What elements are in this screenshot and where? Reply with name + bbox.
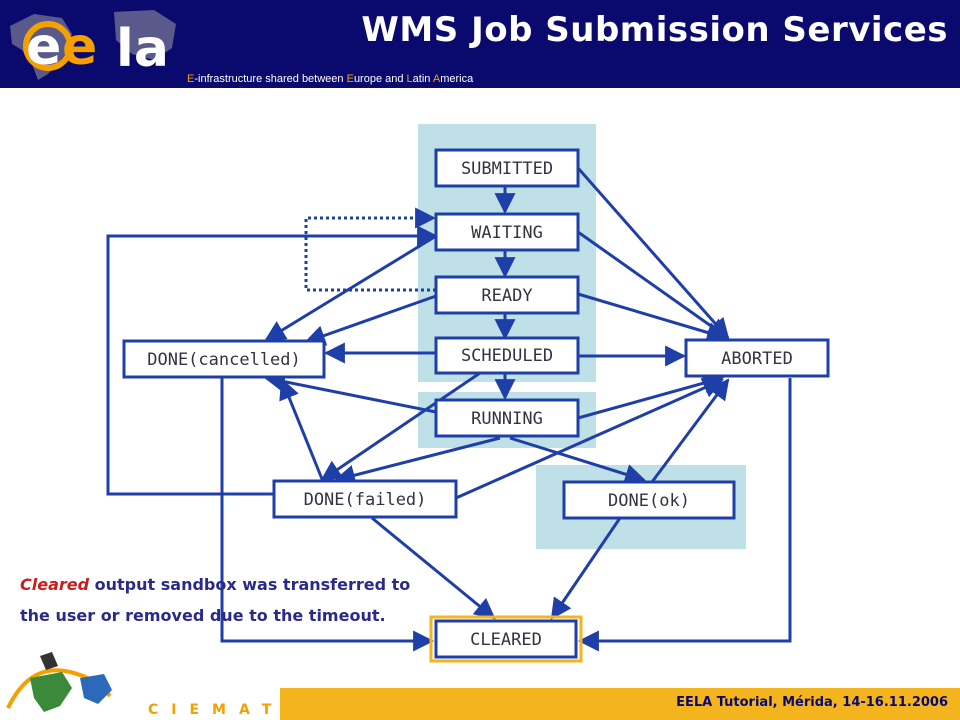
state-done-ok-label: DONE(ok) (608, 491, 690, 511)
arrow-ready-cancelled (304, 294, 437, 346)
subtitle-part: E (187, 73, 195, 85)
subtitle-part: A (432, 73, 441, 85)
subtitle-part: atin (412, 73, 433, 85)
arrow-running-failed (333, 436, 501, 486)
job-state-diagram: SUBMITTED WAITING READY SCHEDULED RUNNIN… (106, 124, 830, 663)
arrow-doneok-aborted (650, 378, 730, 483)
arrow-doneok-cleared (550, 517, 622, 620)
arrow-waiting-aborted (577, 230, 730, 340)
state-done-cancelled-box (122, 339, 326, 379)
arrow-ready-waiting-dotted (304, 207, 437, 292)
state-done-failed-box (272, 479, 458, 519)
state-done-failed-label: DONE(failed) (304, 490, 427, 510)
arrow-running-aborted (577, 372, 725, 420)
state-cleared-highlight (429, 615, 583, 663)
state-submitted-label: SUBMITTED (461, 159, 553, 179)
arrow-failed-aborted (455, 378, 724, 500)
svg-text:e: e (26, 17, 61, 77)
state-cleared-box (434, 619, 578, 659)
arrow-failed-cleared (371, 516, 496, 620)
subtitle-part: -infrastructure shared between (194, 73, 347, 85)
state-scheduled-box (434, 336, 580, 375)
arrow-ready-aborted (577, 292, 729, 343)
state-done-cancelled-label: DONE(cancelled) (147, 350, 301, 370)
subtitle-part: L (406, 73, 413, 85)
arrow-aborted-cleared (577, 378, 792, 652)
state-cleared-label: CLEARED (470, 630, 542, 650)
subtitle-part: merica (440, 73, 474, 85)
footer-bar (280, 688, 960, 720)
footer-logo-text: CIEMAT (148, 702, 280, 718)
ee-la-logo: e e la (10, 10, 176, 80)
arrow-running-doneok (509, 436, 647, 485)
arrow-failed-cancelled (279, 378, 326, 485)
header-subtitle: E-infrastructure shared between Europe a… (187, 73, 473, 85)
svg-text:la: la (116, 19, 169, 79)
state-running-label: RUNNING (471, 409, 543, 429)
footer-text: EELA Tutorial, Mérida, 14-16.11.2006 (676, 695, 948, 710)
state-ready-box (434, 275, 580, 315)
state-waiting-label: WAITING (471, 223, 543, 243)
cleared-caption: Cleared output sandbox was transferred t… (20, 569, 480, 631)
caption-emphasis: Cleared (20, 575, 90, 594)
arrow-failed-waiting-loop (106, 225, 439, 496)
subtitle-part: E (346, 73, 354, 85)
state-running-box (434, 398, 580, 438)
caption-line1: output sandbox was transferred to (89, 575, 411, 594)
subtitle-part: urope and (353, 73, 407, 85)
state-aborted-label: ABORTED (721, 349, 793, 369)
state-submitted-box (434, 148, 580, 188)
caption-line2: the user or removed due to the timeout. (20, 606, 386, 625)
arrow-cancelled-cleared (220, 378, 435, 652)
state-waiting-box (434, 212, 580, 252)
arrow-submitted-aborted (576, 167, 730, 340)
state-ready-label: READY (481, 286, 532, 306)
arrow-scheduled-failed (320, 371, 481, 482)
state-aborted-box (684, 338, 830, 378)
page-title: WMS Job Submission Services (361, 10, 948, 50)
eela-ciemat-logo: CIEMAT (6, 652, 280, 718)
arrow-waiting-cancelled (264, 234, 437, 342)
svg-text:e: e (62, 17, 97, 77)
header-bar: e e la WMS Job Submission Services E-inf… (0, 0, 960, 88)
state-scheduled-label: SCHEDULED (461, 346, 553, 366)
state-done-ok-box (562, 480, 736, 520)
